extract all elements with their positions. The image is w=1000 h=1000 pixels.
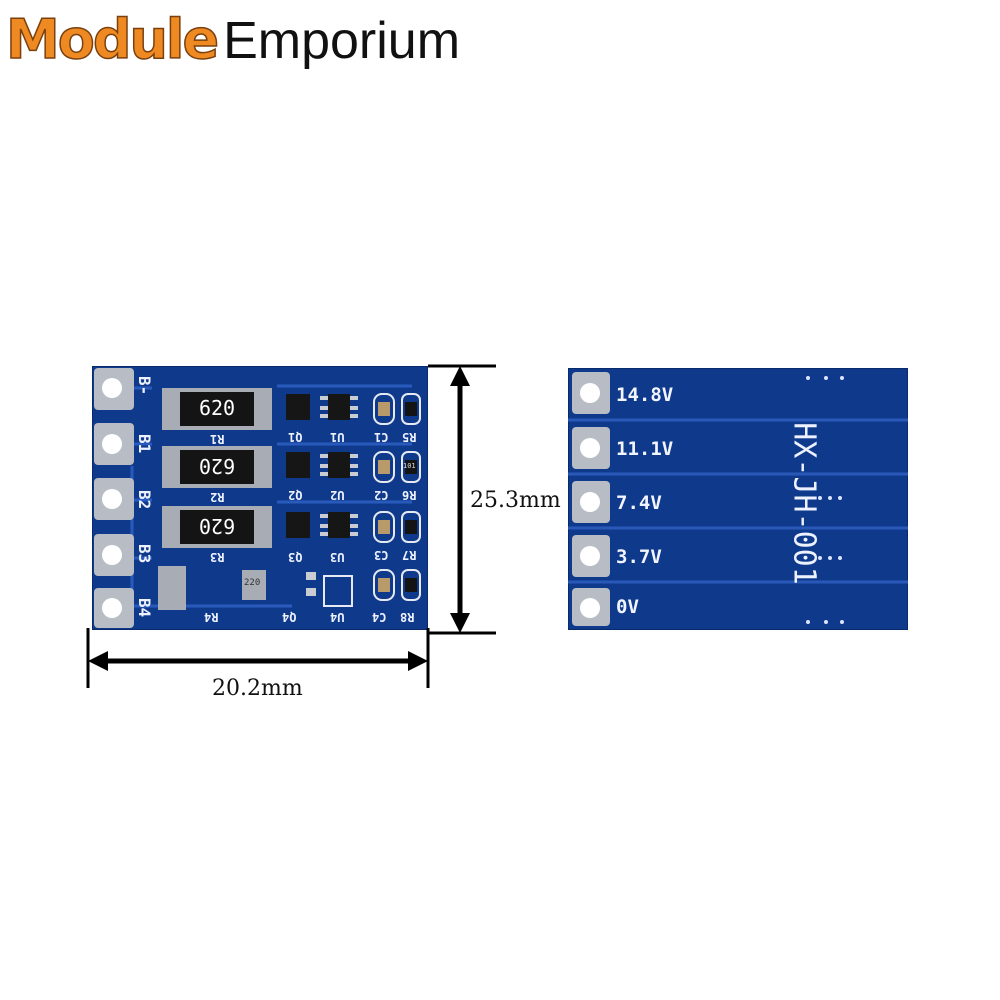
ref-r2: R2 [210,490,225,504]
ref-q4: Q4 [282,610,297,624]
ref-q1: Q1 [288,430,303,444]
ref-u3: U3 [330,550,345,564]
pcb-front-graphics [94,368,421,628]
ref-r8: R8 [400,610,415,624]
ref-q3: Q3 [288,550,303,564]
ref-u4: U4 [330,610,345,624]
ref-u2: U2 [330,488,345,502]
pcb-back: 14.8V 11.1V 7.4V 3.7V 0V HX-JH-001 [568,368,908,630]
pad-label-b4: B4 [135,598,154,618]
ref-r6: R6 [402,488,417,502]
resistor-r3-code: 620 [198,514,236,538]
logo-emporium-text: Emporium [223,12,461,70]
logo-module-text: Module [5,7,220,72]
small-resistor-mark: 101 [403,462,416,470]
ref-r7: R7 [402,548,417,562]
ref-q2: Q2 [288,488,303,502]
pad-label-b3: B3 [135,544,154,564]
pad-label-b1: B1 [135,434,154,454]
pad-label-b-minus: B- [135,376,154,396]
ref-r4: R4 [204,610,219,624]
pcb-front: B- B1 B2 B3 B4 620 620 620 R1 R2 R3 R4 Q… [92,366,428,630]
back-pad-label-7v4: 7.4V [616,492,662,514]
back-pad-label-14v8: 14.8V [616,384,674,406]
back-pad-label-11v1: 11.1V [616,438,674,460]
ref-c2: C2 [374,488,389,502]
ref-c1: C1 [374,430,389,444]
back-pads [572,372,610,626]
front-pads [94,368,134,628]
brand-logo: Module Emporium [5,7,461,78]
resistor-r2-code: 620 [198,454,236,478]
resistor-r1-code: 620 [198,396,236,420]
width-dimension-graphic [86,628,430,688]
pcb-back-graphics [568,372,908,626]
ref-c4: C4 [372,610,387,624]
ref-c3: C3 [374,548,389,562]
ref-r5: R5 [402,430,417,444]
ref-r3: R3 [210,550,225,564]
ref-r1: R1 [210,432,225,446]
height-dimension-graphic [428,364,496,635]
height-dimension-label: 25.3mm [470,488,561,513]
ref-u1: U1 [330,430,345,444]
back-pad-label-0v: 0V [616,596,639,618]
inductor-mark: 220 [244,578,261,588]
pad-label-b2: B2 [135,490,154,510]
back-pad-label-3v7: 3.7V [616,546,662,568]
width-dimension-label: 20.2mm [212,676,303,701]
model-number: HX-JH-001 [786,422,822,585]
